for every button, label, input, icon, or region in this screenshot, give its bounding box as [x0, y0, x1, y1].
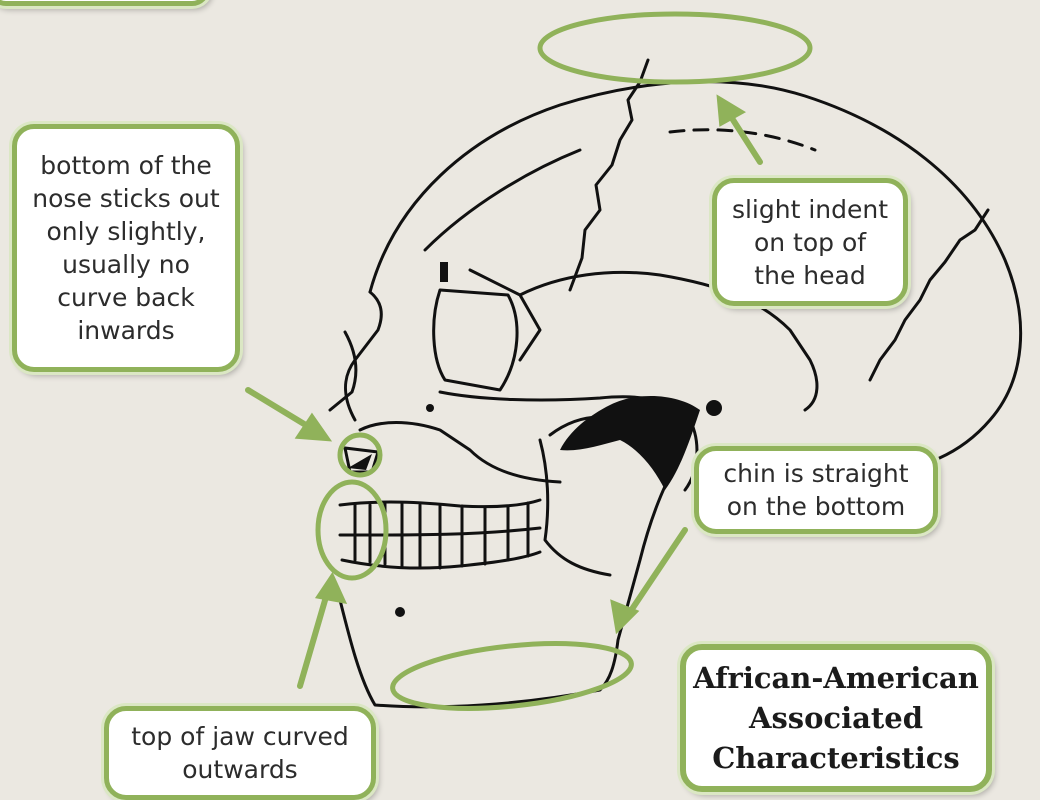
mandible-ramus	[540, 440, 610, 575]
nasal-bone	[330, 332, 356, 410]
indent-arrow	[728, 112, 760, 162]
chin-highlight	[390, 634, 635, 719]
nose-callout: bottom of the nose sticks out only sligh…	[12, 124, 240, 372]
indent-arrowhead	[720, 100, 740, 122]
nose-arrow	[248, 390, 314, 430]
jaw-highlight	[318, 482, 386, 578]
coronal-suture	[570, 60, 648, 290]
jaw-arrow	[300, 590, 328, 686]
chin-arrowhead	[614, 604, 634, 628]
orbit-rim	[434, 290, 517, 390]
brow-line	[346, 292, 382, 420]
mental-foramen	[395, 607, 405, 617]
sphenoid-suture	[470, 270, 540, 360]
jaw-arrowhead	[320, 578, 342, 600]
head-indent-callout: slight indent on top of the head	[712, 178, 908, 306]
chin-callout: chin is straight on the bottom	[694, 446, 938, 534]
maxilla-line	[360, 423, 560, 483]
nasal-spine	[348, 454, 372, 470]
diagram-title: African-American Associated Characterist…	[680, 644, 992, 792]
head-top-highlight	[540, 14, 810, 82]
foramen-dot	[706, 400, 722, 416]
temporal-line	[425, 150, 580, 250]
jaw-callout: top of jaw curved outwards	[104, 706, 376, 800]
tear-duct	[440, 262, 448, 282]
infraorbital-foramen	[426, 404, 434, 412]
ear-canal	[560, 396, 700, 490]
